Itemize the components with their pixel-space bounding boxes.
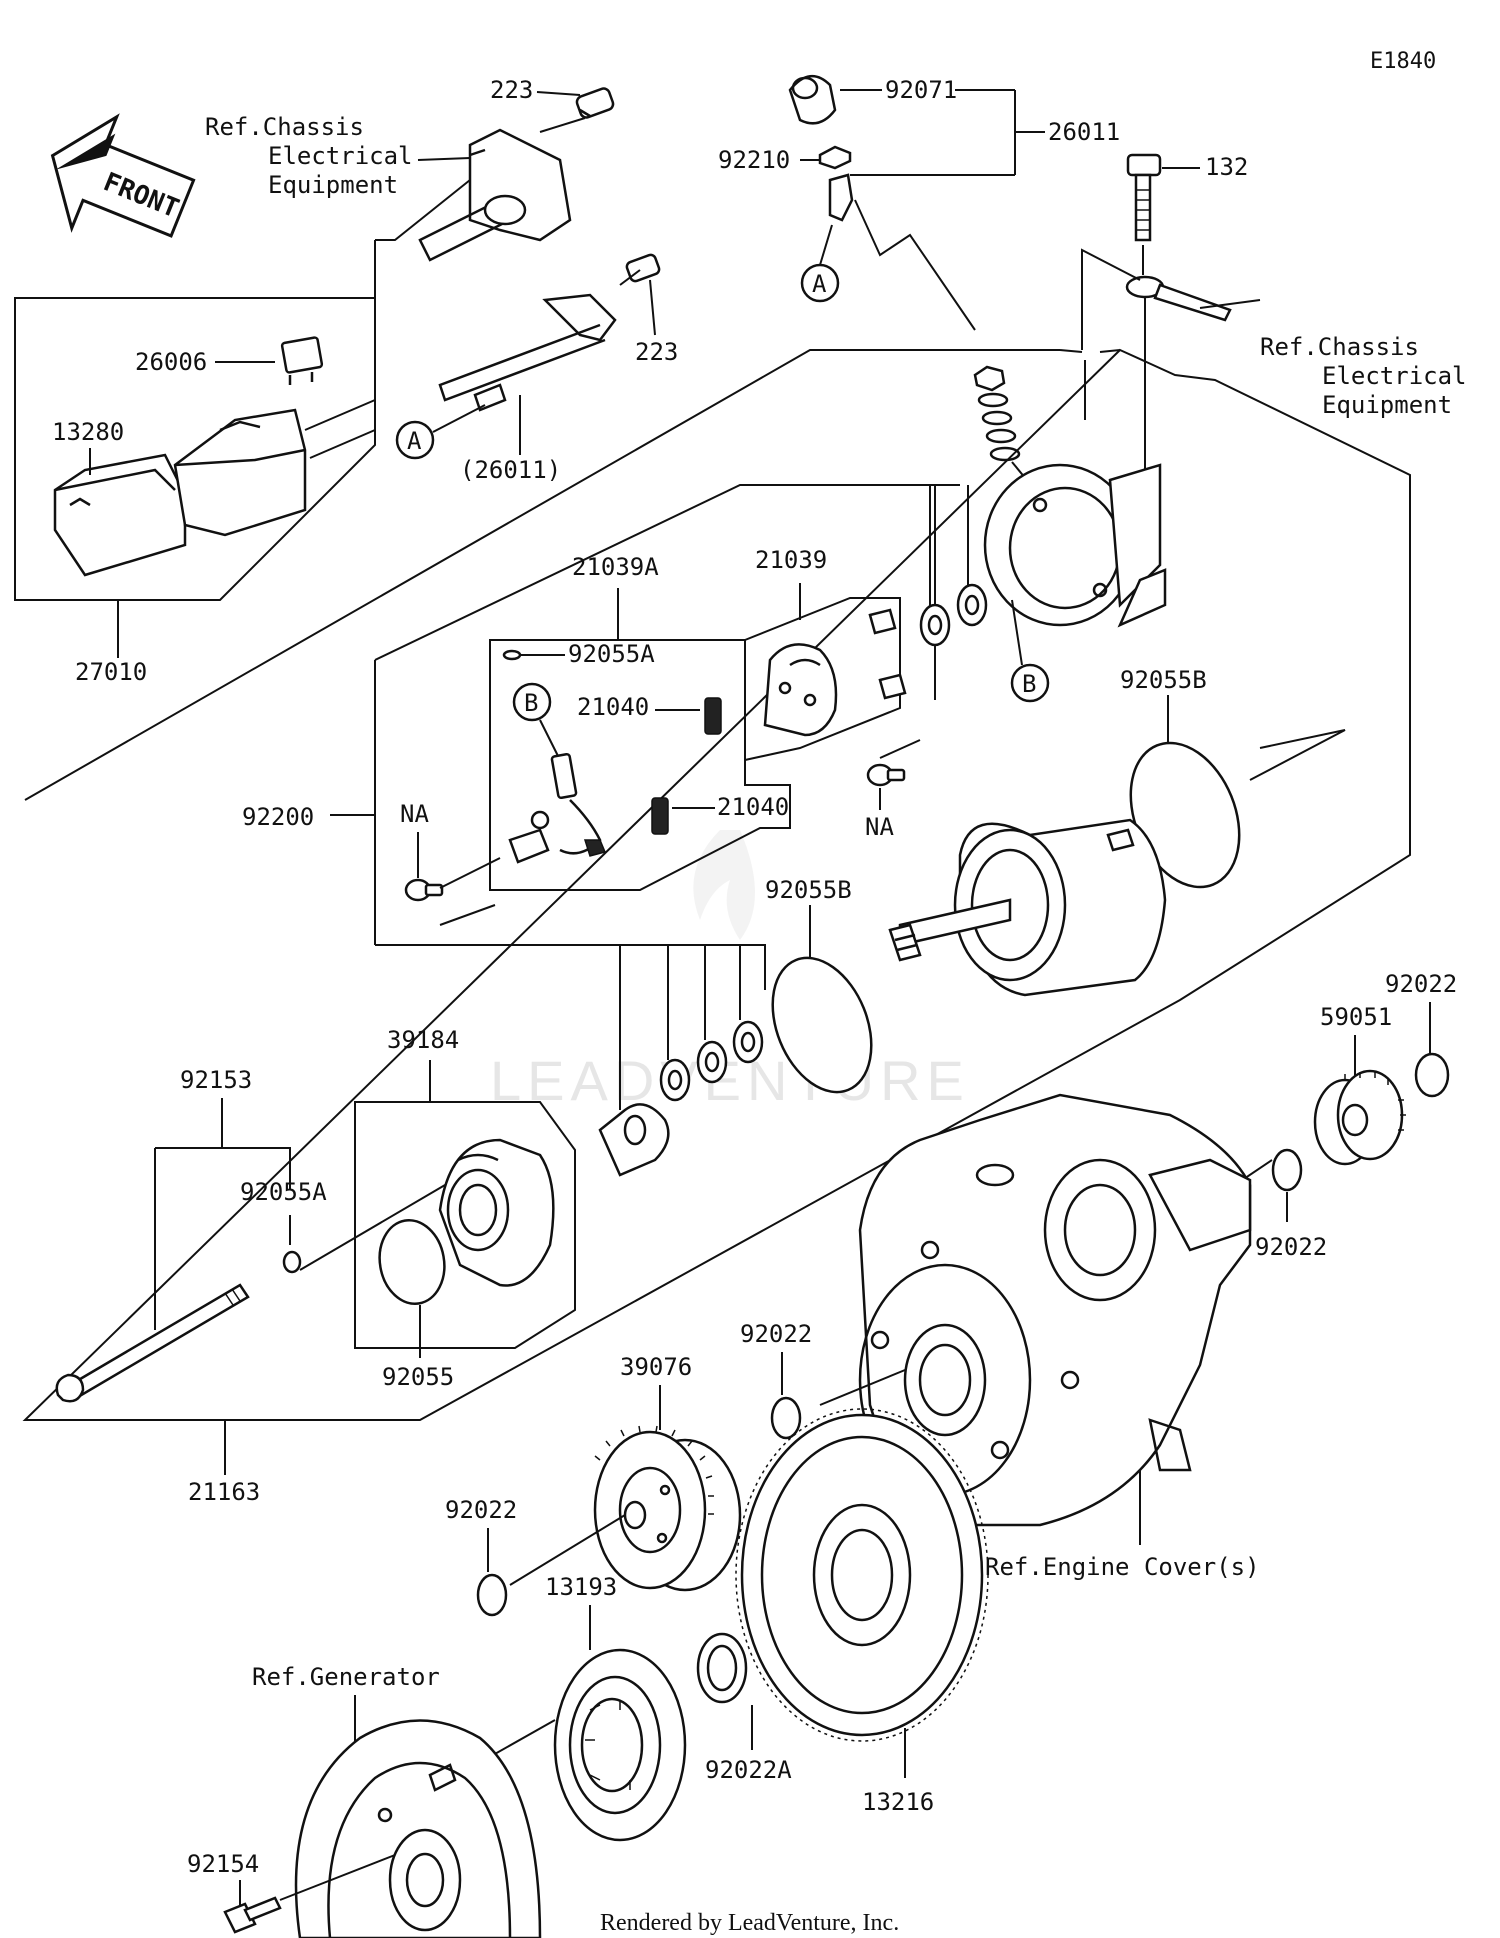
part-92022-c: 92022 bbox=[740, 1320, 812, 1348]
part-26006: 26006 bbox=[135, 348, 207, 376]
callout-b1-label: B bbox=[1022, 670, 1036, 698]
part-92055B-mid: 92055B bbox=[765, 876, 852, 904]
front-arrow-icon: FRONT bbox=[50, 113, 196, 238]
relay-bracket bbox=[418, 128, 572, 262]
brush-plate-21039 bbox=[763, 608, 907, 737]
starter-rear-cover bbox=[983, 463, 1167, 628]
nut-92210 bbox=[818, 145, 852, 170]
ref-chassis-right-line1: Ref.Chassis bbox=[1260, 333, 1419, 361]
part-223-top: 223 bbox=[490, 76, 533, 104]
part-26011: 26011 bbox=[1048, 118, 1120, 146]
watermark-text: LEADVENTURE bbox=[490, 1049, 970, 1112]
part-92200: 92200 bbox=[242, 803, 314, 831]
ref-chassis-right: Ref.Chassis Electrical Equipment bbox=[1260, 333, 1467, 419]
oring-92055 bbox=[378, 1219, 446, 1305]
part-92022-tr: 92022 bbox=[1385, 970, 1457, 998]
part-92055A-left: 92055A bbox=[240, 1178, 327, 1206]
part-92210: 92210 bbox=[718, 146, 790, 174]
part-92071: 92071 bbox=[885, 76, 957, 104]
part-27010: 27010 bbox=[75, 658, 147, 686]
callout-b1 bbox=[1010, 663, 1050, 703]
ground-lug bbox=[1125, 275, 1232, 322]
part-21039: 21039 bbox=[755, 546, 827, 574]
part-92055A-top: 92055A bbox=[568, 640, 655, 668]
credit-text: Rendered by LeadVenture, Inc. bbox=[600, 1910, 899, 1936]
spring-21040-b bbox=[651, 797, 669, 835]
relay-cover-13280 bbox=[53, 453, 187, 577]
ref-chassis-left: Ref.Chassis Electrical Equipment bbox=[205, 113, 413, 199]
fuse-26006 bbox=[280, 336, 324, 385]
callout-a1 bbox=[395, 420, 435, 460]
oring-92055A-left bbox=[282, 1250, 302, 1274]
spring-21040-a bbox=[704, 697, 722, 735]
part-26011-paren: (26011) bbox=[460, 456, 561, 484]
idler-gear-59051 bbox=[1313, 1069, 1406, 1166]
brush-lead bbox=[508, 752, 607, 864]
ref-chassis-right-line3: Equipment bbox=[1322, 391, 1452, 419]
ref-chassis-right-line2: Electrical bbox=[1322, 362, 1467, 390]
oring-92055B-mid bbox=[771, 956, 873, 1094]
starter-relay bbox=[173, 408, 307, 537]
watermark-logo bbox=[693, 830, 755, 940]
part-92022A: 92022A bbox=[705, 1756, 792, 1784]
screw-na-right bbox=[866, 763, 906, 787]
part-39076: 39076 bbox=[620, 1353, 692, 1381]
washer-92022-c bbox=[770, 1396, 802, 1440]
callout-a1-label: A bbox=[407, 427, 422, 455]
callout-b2-label: B bbox=[524, 689, 538, 717]
generator-rotor bbox=[294, 1719, 542, 1938]
terminal-cap-92071 bbox=[788, 75, 837, 125]
washer-92022A bbox=[696, 1632, 748, 1704]
shims-mid bbox=[598, 1020, 764, 1177]
part-NA-left: NA bbox=[400, 800, 429, 828]
washer-92022-tr bbox=[1414, 1052, 1450, 1098]
washer-92022-r bbox=[1271, 1148, 1303, 1192]
terminal-lug bbox=[828, 173, 854, 222]
part-92154: 92154 bbox=[187, 1850, 259, 1878]
terminal-stack bbox=[973, 365, 1021, 462]
part-92153: 92153 bbox=[180, 1066, 252, 1094]
part-92055: 92055 bbox=[382, 1363, 454, 1391]
bolt-132 bbox=[1126, 153, 1162, 242]
front-cover-39184 bbox=[438, 1138, 555, 1287]
part-39184: 39184 bbox=[387, 1026, 459, 1054]
starter-yoke bbox=[888, 818, 1167, 997]
ref-chassis-left-line2: Electrical bbox=[268, 142, 413, 170]
reduction-gear-39076 bbox=[593, 1425, 742, 1592]
engine-cover bbox=[858, 1093, 1252, 1527]
through-bolt-21163 bbox=[55, 1283, 250, 1403]
part-92022-r: 92022 bbox=[1255, 1233, 1327, 1261]
part-21040-b: 21040 bbox=[717, 793, 789, 821]
part-13216: 13216 bbox=[862, 1788, 934, 1816]
washer-92022-l bbox=[476, 1573, 508, 1617]
diagram-code: E1840 bbox=[1370, 49, 1436, 74]
part-223-mid: 223 bbox=[635, 338, 678, 366]
part-13280: 13280 bbox=[52, 418, 124, 446]
shims-top bbox=[919, 583, 988, 647]
part-92055B-right: 92055B bbox=[1120, 666, 1207, 694]
one-way-clutch-13193 bbox=[553, 1648, 687, 1842]
ref-chassis-left-line3: Equipment bbox=[268, 171, 398, 199]
bolt-92154 bbox=[223, 1896, 282, 1934]
part-21040-a: 21040 bbox=[577, 693, 649, 721]
part-59051: 59051 bbox=[1320, 1003, 1392, 1031]
ref-chassis-left-line1: Ref.Chassis bbox=[205, 113, 364, 141]
ref-engine-cover: Ref.Engine Cover(s) bbox=[985, 1553, 1260, 1581]
callout-a2-label: A bbox=[812, 270, 827, 298]
oring-92055A-top bbox=[502, 649, 522, 661]
part-NA-right: NA bbox=[865, 813, 894, 841]
part-132: 132 bbox=[1205, 153, 1248, 181]
callout-a2 bbox=[800, 263, 840, 303]
ref-generator: Ref.Generator bbox=[252, 1663, 440, 1691]
part-13193: 13193 bbox=[545, 1573, 617, 1601]
bolt-223-top bbox=[575, 87, 615, 119]
part-21039A: 21039A bbox=[572, 553, 659, 581]
screw-na-left bbox=[404, 878, 444, 902]
starter-cable-26011 bbox=[438, 293, 617, 412]
part-92022-l: 92022 bbox=[445, 1496, 517, 1524]
clutch-gear-13216 bbox=[735, 1408, 989, 1742]
part-21163: 21163 bbox=[188, 1478, 260, 1506]
callout-b2 bbox=[512, 682, 552, 722]
